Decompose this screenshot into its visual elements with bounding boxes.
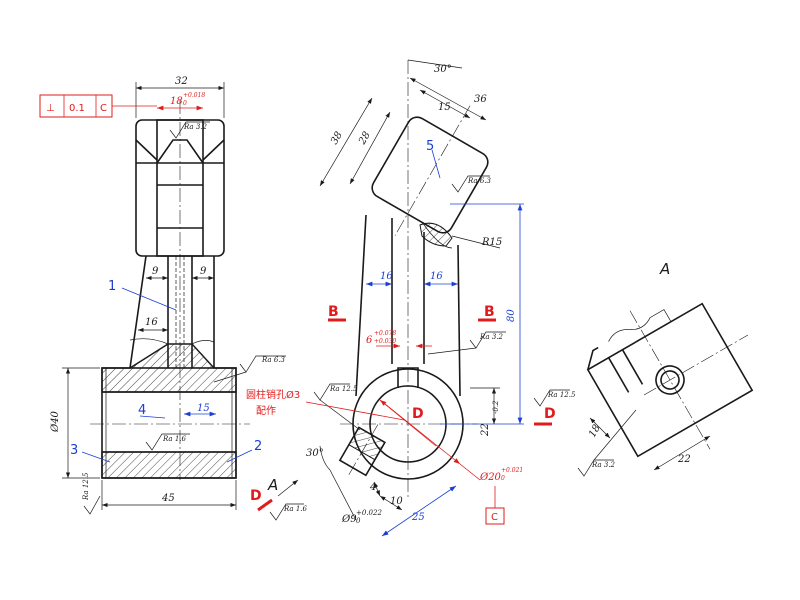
view-arrow-a: A (267, 476, 278, 494)
svg-text:Ra 12.5: Ra 12.5 (547, 391, 576, 399)
dim-bore-upper: +0.021 (501, 467, 523, 474)
svg-text:Ra 1.6: Ra 1.6 (162, 435, 187, 443)
dim-angle-top: 30° (434, 64, 452, 75)
roughness-r7: Ra 12.5 (313, 383, 361, 431)
dim-pin6-upper: +0.078 (374, 330, 396, 337)
dim-pin-6: 6 (366, 335, 373, 346)
svg-text:Ra 12.5: Ra 12.5 (329, 385, 358, 393)
dim-head-28: 28 (357, 130, 373, 147)
dim-rib: 16 (145, 317, 158, 328)
front-view: 32 18 +0.018 0 9 9 16 15 Ø40 45 ⊥ 0.1 C (39, 76, 286, 515)
dim-length: 45 (161, 493, 175, 504)
dim-boss-25: 25 (411, 512, 425, 523)
dim-view-18: 18 (587, 423, 603, 440)
dim-radius: R15 (481, 237, 502, 248)
datum-c-box (485, 507, 505, 525)
section-d-right: D (544, 406, 556, 422)
section-b-right: B (484, 304, 495, 320)
svg-text:Ra 1.6: Ra 1.6 (283, 505, 308, 513)
svg-text:Ra 6.3: Ra 6.3 (261, 356, 286, 364)
svg-text:Ra 6.3: Ra 6.3 (467, 177, 492, 185)
dim-offset-22: 22 (480, 423, 491, 437)
callout-2: 2 (254, 439, 262, 454)
dim-bore-len: 15 (197, 403, 210, 414)
dim-view-22: 22 (677, 454, 691, 465)
perpendicularity-icon: ⊥ (46, 103, 55, 114)
dim-boss-4: 4 (369, 482, 376, 493)
dim-boss-upper: +0.022 (356, 509, 382, 517)
tolerance-value: 0.1 (69, 103, 85, 114)
dim-head-36: 36 (474, 94, 487, 105)
callout-1: 1 (108, 279, 116, 294)
dim-boss-lower: 0 (356, 517, 361, 525)
dim-boss-10: 10 (390, 496, 403, 507)
dim-bore-lower: 0 (501, 475, 505, 482)
dim-height-80: 80 (506, 309, 517, 322)
dim-boss-dia: Ø9 (341, 514, 357, 525)
roughness-r5: Ra 6.3 (451, 175, 492, 193)
dim-web-right: 16 (430, 271, 443, 282)
geometric-tolerance-frame: ⊥ 0.1 C (39, 94, 157, 118)
roughness-r1: Ra 3.2 (169, 121, 210, 139)
roughness-r8: Ra 12.5 (533, 389, 576, 407)
datum-c-label: C (491, 512, 498, 523)
section-b-left: B (328, 304, 339, 320)
dim-diameter: Ø40 (50, 410, 61, 433)
dim-offset22-tol: -0.2 (492, 400, 500, 414)
svg-text:Ra 3.2: Ra 3.2 (591, 461, 616, 469)
note-match-drill: 配作 (256, 405, 276, 417)
note-pin-hole: 圆柱销孔Ø3 (246, 388, 300, 401)
roughness-r4: Ra 12.5 (82, 472, 101, 515)
callout-5: 5 (426, 139, 434, 154)
svg-text:Ra 3.2: Ra 3.2 (479, 333, 504, 341)
dim-slot-tol-upper: +0.018 (183, 92, 205, 99)
dim-slot-width: 18 (170, 96, 183, 107)
dim-web-left: 16 (380, 271, 393, 282)
section-d-left: D (250, 488, 262, 504)
dim-angle-boss: 30° (306, 448, 324, 459)
callout-4: 4 (138, 403, 146, 418)
roughness-r2: Ra 6.3 (213, 355, 286, 383)
tolerance-datum: C (100, 103, 107, 114)
view-label-a: A (659, 260, 670, 278)
dim-head-15: 15 (438, 102, 451, 113)
dim-pin6-lower: +0.030 (374, 338, 396, 345)
roughness-r9: Ra 1.6 (269, 503, 308, 521)
svg-text:Ra 3.2: Ra 3.2 (183, 123, 208, 131)
section-d-center: D (412, 406, 424, 422)
callout-3: 3 (70, 443, 78, 458)
dim-slot-tol-lower: 0 (183, 100, 187, 107)
auxiliary-view-a: A 18 22 Ra 3.2 (577, 260, 754, 477)
roughness-r10: Ra 3.2 (577, 409, 637, 477)
roughness-r3: Ra 1.6 (145, 433, 190, 451)
svg-text:Ra 12.5: Ra 12.5 (82, 472, 90, 501)
dim-bore-dia: Ø20 (479, 472, 502, 483)
dim-front-width: 32 (175, 76, 188, 87)
roughness-r6: Ra 3.2 (427, 331, 506, 355)
dim-fork-right: 9 (200, 266, 207, 277)
side-view: 30° 15 36 38 28 R15 80 16 16 6 +0.078 +0… (246, 59, 576, 537)
dim-fork-left: 9 (152, 266, 159, 277)
dim-head-38: 38 (329, 130, 345, 147)
